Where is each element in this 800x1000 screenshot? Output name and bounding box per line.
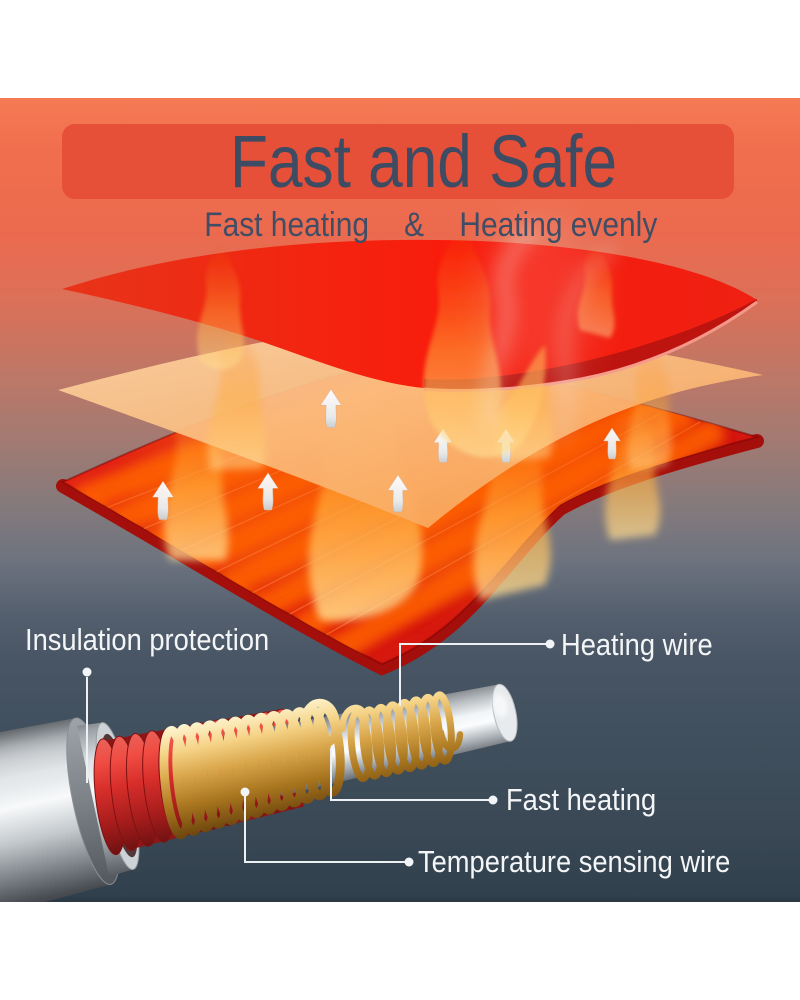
fast-heating-coil (159, 703, 345, 840)
coil-wire-end (299, 698, 341, 748)
subtitle: Fast heating & Heating evenly (48, 206, 752, 244)
subtitle-right: Heating evenly (459, 206, 658, 244)
flames-front (197, 224, 615, 458)
callout-lines (86, 643, 548, 863)
temperature-anchor-dot (240, 787, 250, 797)
subtitle-left: Fast heating (204, 206, 369, 244)
heating-wire-dot (545, 639, 555, 649)
cable-outer-jacket (0, 718, 111, 902)
temperature-dot (404, 857, 414, 867)
fast-heating-dot (488, 795, 498, 805)
callout-dots (82, 639, 555, 867)
label-fast-heating: Fast heating (506, 782, 657, 817)
label-temperature-sensing-wire: Temperature sensing wire (418, 844, 731, 879)
temperature-callout-line (244, 792, 406, 863)
label-insulation-protection: Insulation protection (25, 622, 270, 657)
cable-cross-section (0, 683, 518, 902)
fast-heating-callout-line (330, 748, 490, 801)
heating-wire-coil (339, 691, 464, 783)
header: Fast and Safe Fast heating & Heating eve… (0, 98, 800, 255)
smoke-wisps (480, 210, 618, 442)
label-heating-wire: Heating wire (561, 627, 713, 662)
heating-pad-layers (56, 210, 764, 676)
page-title: Fast and Safe (230, 120, 618, 203)
heating-wire-callout-line (399, 643, 548, 706)
subtitle-ampersand: & (404, 206, 425, 244)
insulation-dot (82, 667, 92, 677)
title-band (62, 124, 734, 199)
